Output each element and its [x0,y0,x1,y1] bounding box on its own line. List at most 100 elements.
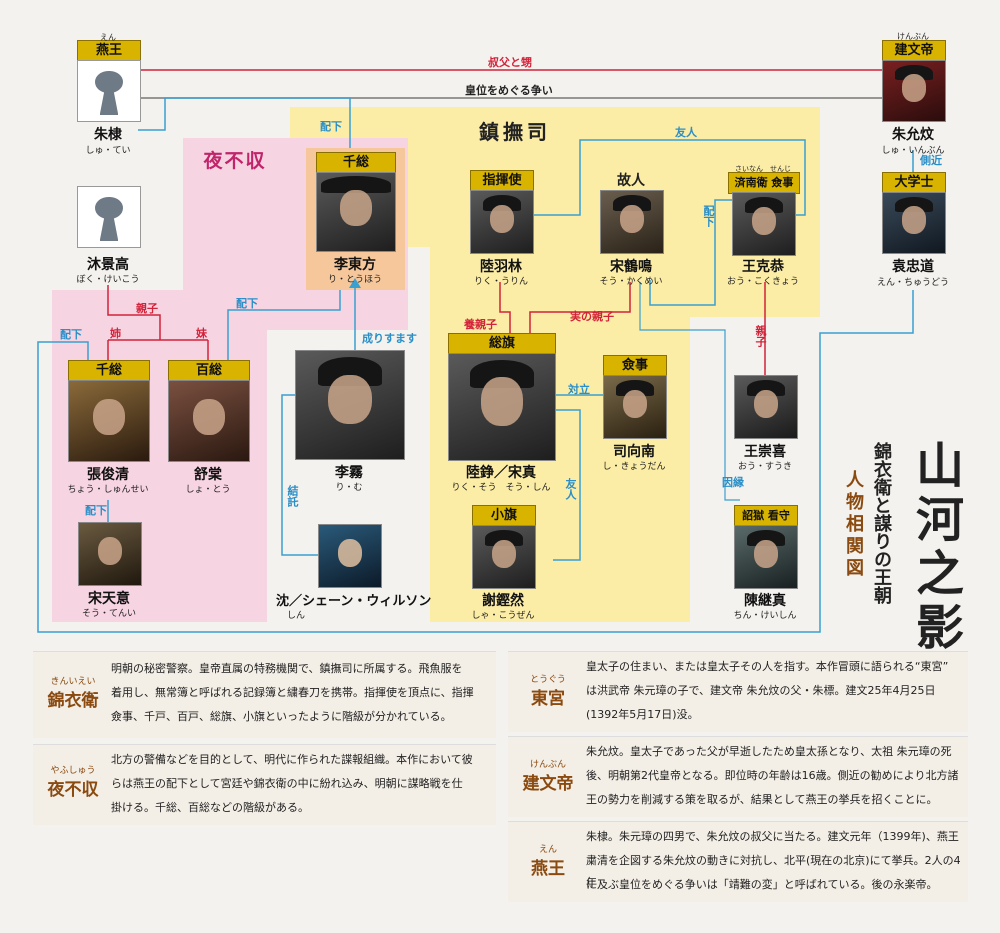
glossary-text-2b: らは燕王の配下として宮廷や錦衣衛の中に紛れ込み、明朝に謀略戦を仕 [111,777,463,790]
reading-lidongfang: り・とうほう [327,275,382,285]
reading-luzheng: りく・そう そう・しん [451,483,551,493]
line-zhang-li [37,290,914,633]
glossary-ruby-5: えん [538,845,557,855]
glossary-term-3: 東宮 [531,689,565,709]
glossary-text-4c: 王の勢力を削減する策を取るが、結果として燕王の挙兵を招くことに。 [586,793,938,806]
label-sub2: 配下 [702,205,715,227]
name-jianwendi: 朱允炆 [892,127,934,143]
photo-liwu [295,350,405,460]
name-shutang: 舒棠 [194,467,222,483]
glossary-ruby-4: けんぶん [529,760,566,770]
silhouette-mujinggao [77,186,141,248]
glossary-term-4: 建文帝 [522,774,574,794]
glossary-text-3c: (1392年5月17日)没。 [586,708,699,721]
reading-luyulin: りく・うりん [473,277,528,287]
name-songtianyi: 宋天意 [88,591,130,607]
reading-wangchongxi: おう・すうき [737,462,792,472]
label-elder-sister: 姉 [110,327,121,340]
glossary-row-2: やふしゅう 夜不収 北方の警備などを目的として、明代に作られた諜報組織。本作にお… [33,744,496,825]
glossary-text-5b: 粛清を企図する朱允炆の動きに対抗し、北平(現在の北京)にて挙兵。2人の4年 [586,854,961,889]
label-parent1: 親子 [136,302,158,315]
glossary-panel-left: きんいえい 錦衣衛 明朝の秘密警察。皇帝直属の特務機関で、鎮撫司に所属する。飛魚… [33,651,496,921]
glossary-text-1a: 明朝の秘密警察。皇帝直属の特務機関で、鎮撫司に所属する。飛魚服を [111,662,463,675]
photo-xiekeng [472,525,536,589]
reading-zhangjunqing: ちょう・しゅんせい [67,485,149,495]
name-mujinggao: 沐景高 [87,257,129,273]
rank-tag-xiekeng: 小旗 [472,505,536,527]
label-rival: 対立 [568,383,590,396]
reading-wangkegong: おう・こくきょう [726,277,799,287]
arrow-impersonate [349,278,361,288]
ruby-wangkegong: さいなん せんじ [735,165,791,173]
photo-shutang [168,380,250,462]
name-luzheng: 陸錚／宋真 [466,465,536,481]
line-mu-parent [107,285,161,340]
rank-tag-chenjizhen: 詔獄 看守 [734,505,798,527]
photo-jianwendi [882,60,946,122]
reading-songheming: そう・かくめい [599,277,663,287]
photo-songheming [600,190,664,254]
rank-tag-wangkegong: 済南衛 僉事 [728,172,800,194]
glossary-term-1: 錦衣衛 [47,691,99,711]
line-real [529,282,631,333]
label-aide: 側近 [920,154,942,167]
ruby-jianwendi: けんぶん [897,32,929,41]
rank-tag-zhangjunqing: 千総 [68,360,150,382]
label-foster: 養親子 [464,318,497,331]
glossary-text-5c: に及ぶ皇位をめぐる争いは「靖難の変」と呼ばれている。後の永楽帝。 [586,878,938,891]
label-throne: 皇位をめぐる争い [465,84,553,97]
name-zhangjunqing: 張俊清 [87,467,129,483]
label-sub4: 配下 [60,328,82,341]
label-sub1: 配下 [320,120,342,133]
photo-lidongfang [316,172,396,252]
glossary-text-3b: は洪武帝 朱元璋の子で、建文帝 朱允炆の父・朱標。建文25年4月25日 [586,684,936,697]
line-conspire [281,394,318,556]
line-friend [532,139,806,216]
glossary-ruby-1: きんいえい [50,677,96,687]
reading-songtianyi: そう・てんい [81,609,136,619]
reading-shutang: しょ・とう [185,485,231,495]
rank-tag-lidongfang: 千総 [316,152,396,174]
photo-sixiangnan [603,375,667,439]
name-songheming: 宋鶴鳴 [610,259,652,275]
reading-yanwang: しゅ・てい [85,146,131,156]
title-subtitle2: 人物相関図 [843,470,864,580]
title-subtitle: 錦衣衛と謀りの王朝 [871,442,892,604]
name-xiekeng: 謝鏗然 [482,593,524,609]
label-sub3: 配下 [236,297,258,310]
photo-luyulin [470,190,534,254]
rank-tag-jianwendi: 建文帝 [882,40,946,62]
photo-shen [318,524,382,588]
glossary-text-1c: 僉事、千戸、百戸、総旗、小旗といったように階級が分かれている。 [111,710,452,723]
name-liwu: 李霧 [335,465,363,481]
label-parent2: 親子 [754,325,767,347]
yefushou-label: 夜不収 [203,150,267,172]
rank-tag-luyulin: 指揮使 [470,170,534,192]
name-sixiangnan: 司向南 [613,444,655,460]
rank-songheming: 故人 [617,173,645,189]
jinfusi-label: 鎮撫司 [479,120,551,144]
silhouette-yanwang [77,60,141,122]
reading-liwu: り・む [335,483,363,493]
glossary-row-5: えん 燕王 朱棣。朱元璋の四男で、朱允炆の叔父に当たる。建文元年（1399年)、… [508,821,968,902]
line-si-sub [553,409,581,561]
label-real: 実の親子 [570,310,614,323]
reading-daxueshi: えん・ちゅうどう [876,278,949,288]
reading-jianwendi: しゅ・いんぶん [881,146,945,156]
glossary-row-1: きんいえい 錦衣衛 明朝の秘密警察。皇帝直属の特務機関で、鎮撫司に所属する。飛魚… [33,651,496,738]
reading-shen: しん [286,611,305,621]
reading-sixiangnan: し・きょうだん [602,462,666,472]
label-friend2: 友人 [564,478,577,500]
name-shen: 沈／シェーン・ウィルソン [276,594,432,609]
label-friend1: 友人 [675,126,697,139]
glossary-row-3: とうぐう 東宮 皇太子の住まい、または皇太子その人を指す。本作冒頭に語られる“東… [508,651,968,732]
line-shutang-li [227,290,341,360]
line-song-wcx [639,282,740,501]
name-chenjizhen: 陳継真 [744,593,786,609]
rank-tag-daxueshi: 大学士 [882,172,946,194]
photo-luzheng [448,353,556,461]
glossary-term-2: 夜不収 [47,780,99,800]
label-sub5: 配下 [85,504,107,517]
line-zhudi-li [138,97,351,148]
rank-tag-sixiangnan: 僉事 [603,355,667,377]
